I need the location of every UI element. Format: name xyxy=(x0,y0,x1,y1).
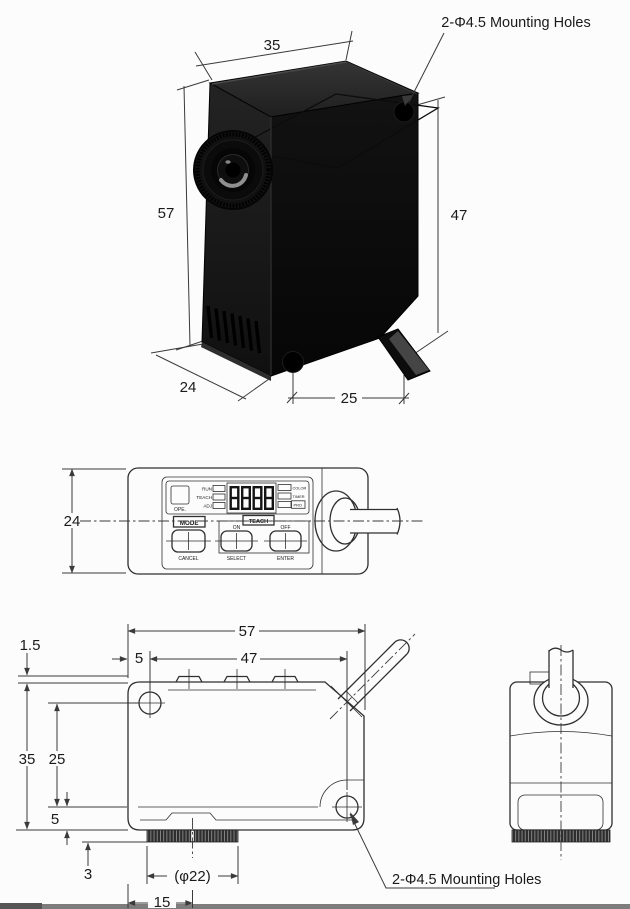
teach-indicator-label: TEACH xyxy=(196,495,212,500)
sideview-body xyxy=(127,633,416,858)
dim-24-topview: 24 xyxy=(60,468,126,574)
dim-5-bottom: 5 xyxy=(51,792,70,845)
adj-indicator xyxy=(212,502,226,509)
teach-indicator xyxy=(212,493,226,501)
dim-24: 24 xyxy=(150,343,270,402)
dim-15: 15 xyxy=(127,884,193,909)
dim-47: 47 xyxy=(409,96,468,355)
mounting-holes-note-top: 2-Φ4.5 Mounting Holes xyxy=(402,15,591,106)
mounting-hole-bottom xyxy=(282,351,304,373)
lens xyxy=(193,130,273,210)
dim-25: 25 xyxy=(286,367,410,407)
endview-inner-plate xyxy=(517,794,604,831)
top-face-groove xyxy=(231,93,440,169)
dim-35-side-label: 35 xyxy=(19,751,36,768)
dim-15-label: 15 xyxy=(154,894,171,909)
sensor-3d-body xyxy=(193,60,440,381)
select-caption: SELECT xyxy=(227,556,246,562)
cable-gland-endview xyxy=(529,647,589,726)
dim-1-5: 1.5 xyxy=(18,637,128,684)
enter-caption: ENTER xyxy=(277,556,294,562)
bottom-strip-dark xyxy=(0,903,42,909)
dim-24-label: 24 xyxy=(180,379,197,396)
vent-slots xyxy=(206,305,262,354)
color-indicator-label: COLOR xyxy=(293,486,307,491)
timer-indicator xyxy=(277,492,292,500)
dim-25-label: 25 xyxy=(341,390,358,407)
run-indicator xyxy=(212,485,226,492)
ope-button-label: OPE. xyxy=(174,507,186,513)
bottom-strip xyxy=(0,904,630,909)
teach-label-box xyxy=(242,514,275,526)
mounting-hole-side-bottom xyxy=(332,792,362,822)
buttons-row: MODE TEACH ON OFF CANCEL SELECT ENTER xyxy=(166,514,310,562)
mounting-hole-side-top xyxy=(135,688,165,718)
mounting-foot xyxy=(377,328,431,381)
3d-view: 35 57 47 24 xyxy=(150,15,591,407)
dim-lens-diameter-label: (φ22) xyxy=(174,868,210,885)
cancel-caption: CANCEL xyxy=(178,556,199,562)
dim-24-topview-label: 24 xyxy=(64,513,81,530)
dim-25-side-label: 25 xyxy=(49,751,66,768)
control-panel xyxy=(161,476,314,570)
off-label: OFF xyxy=(281,525,291,531)
dim-lens-diameter: (φ22) xyxy=(146,846,239,885)
top-view: 24 OPE. RUN TEACH ADJ xyxy=(60,467,424,575)
mounting-note-top-label: 2-Φ4.5 Mounting Holes xyxy=(441,15,590,31)
run-indicator-label: RUN xyxy=(202,487,212,492)
dim-25-side: 25 xyxy=(44,702,138,808)
bottom-bevel xyxy=(201,342,271,381)
timer-indicator-label: TIMER xyxy=(293,494,305,499)
color-indicator xyxy=(277,484,292,491)
end-view xyxy=(509,645,613,860)
mode-label: MODE xyxy=(180,520,199,527)
dim-57-label: 57 xyxy=(158,205,175,222)
dim-3-label: 3 xyxy=(84,866,92,883)
on-label: ON xyxy=(233,525,241,531)
pro-indicator xyxy=(277,501,292,508)
dim-47-label: 47 xyxy=(451,207,468,224)
dim-47-side-label: 47 xyxy=(241,650,258,667)
cable-45deg xyxy=(329,633,416,720)
lens-knurl-side xyxy=(146,818,239,858)
mounting-hole-top xyxy=(393,101,415,123)
mounting-holes-note-bottom: 2-Φ4.5 Mounting Holes xyxy=(349,812,541,889)
seven-segment-display xyxy=(226,482,277,514)
teach-mode-label: TEACH xyxy=(249,519,268,525)
dim-57: 57 xyxy=(158,79,210,351)
ope-button xyxy=(170,485,190,505)
dim-35-side: 35 xyxy=(14,683,128,831)
dim-3: 3 xyxy=(82,841,147,883)
side-view: 57 5 47 1.5 35 xyxy=(0,623,630,909)
mode-label-box xyxy=(172,515,206,528)
dim-5-bottom-label: 5 xyxy=(51,811,59,828)
dim-1-5-label: 1.5 xyxy=(20,637,41,654)
dim-35: 35 xyxy=(194,30,354,81)
display-area: OPE. RUN TEACH ADJ COLOR TIMER PRO xyxy=(165,480,310,515)
dim-5-side-label: 5 xyxy=(135,650,143,667)
dim-57-side: 57 xyxy=(127,623,366,710)
pro-indicator-label: PRO xyxy=(294,502,302,507)
mounting-note-bottom-label: 2-Φ4.5 Mounting Holes xyxy=(392,872,541,888)
adj-indicator-label: ADJ xyxy=(203,504,212,509)
dim-57-side-label: 57 xyxy=(239,623,256,640)
dim-35-label: 35 xyxy=(264,37,281,54)
dim-5-47-side: 5 47 xyxy=(112,650,348,790)
